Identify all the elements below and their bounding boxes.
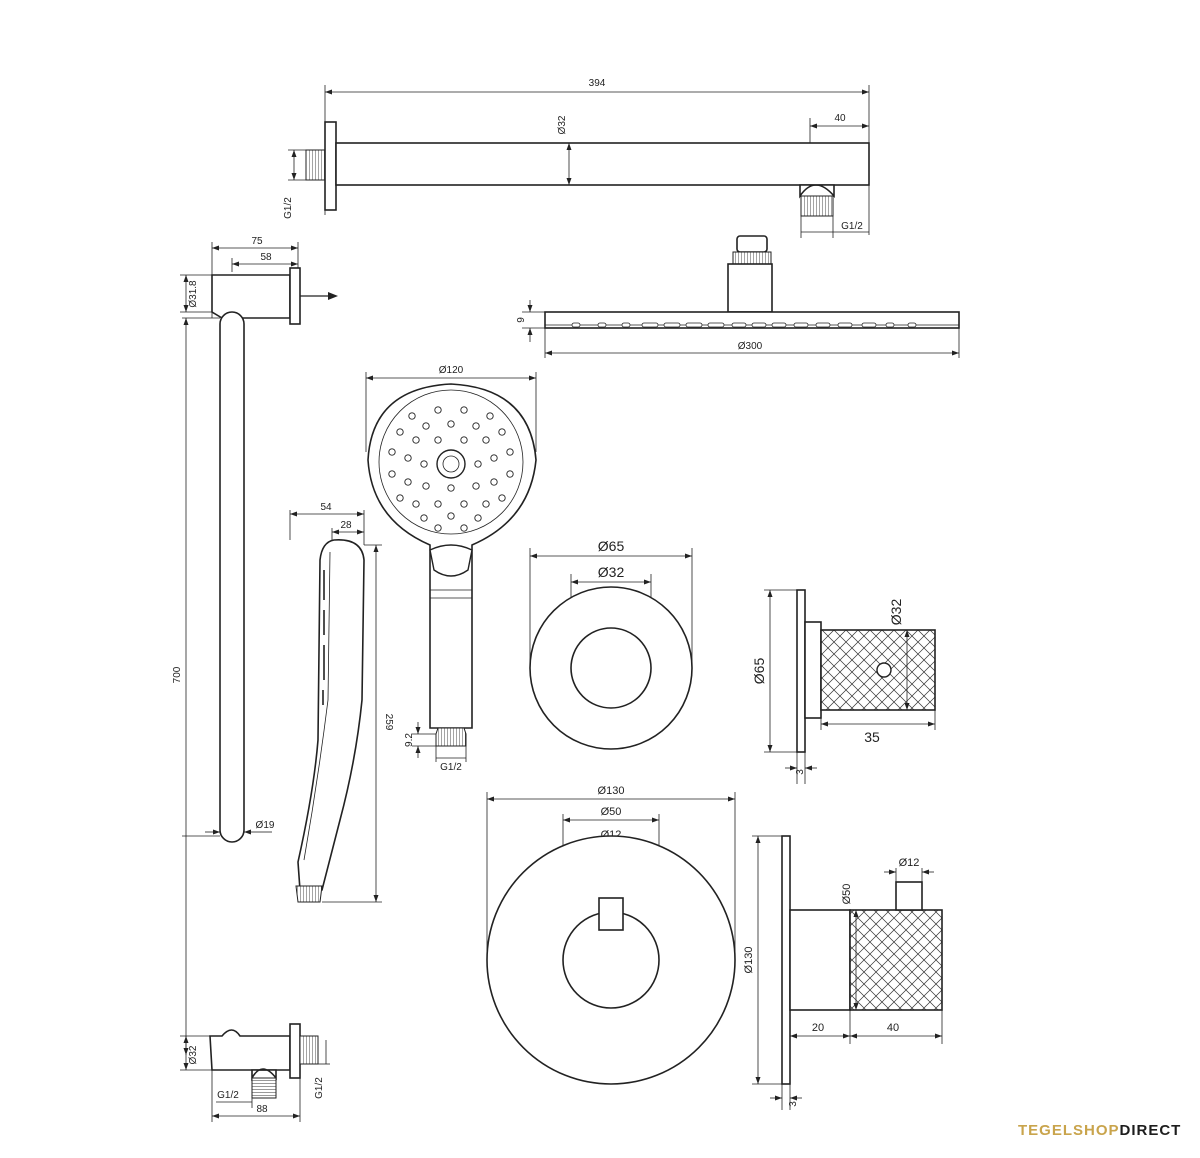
rail-length-label: 700: [172, 666, 183, 683]
mixer-side-lever-dia-label: Ø12: [899, 857, 920, 869]
hand-shower-side: 54 28 259: [289, 502, 394, 903]
stop-side-plate-label: 3: [795, 769, 806, 775]
hand-thread-label: G1/2: [440, 762, 462, 773]
stop-side-knob-dia-label: Ø32: [888, 599, 904, 626]
mixer-front: Ø130 Ø50 Ø12: [486, 785, 736, 1085]
arm-diameter-label: Ø32: [557, 115, 568, 134]
rail-bottom-width-label: 88: [256, 1104, 268, 1115]
mixer-knob-dia-label: Ø50: [601, 806, 622, 818]
hand-conn-height-label: 9.2: [404, 733, 415, 747]
brand-logo-part2: DIRECT: [1119, 1122, 1182, 1139]
rail-top-inner-label: 58: [260, 252, 272, 263]
rain-height-label: 9: [516, 317, 527, 323]
mixer-side-plate-label: 3: [788, 1101, 799, 1107]
rail-bottom-thread-left-label: G1/2: [217, 1090, 239, 1101]
rail-top-offset-label: 75: [251, 236, 263, 247]
rail-bottom-dia-label: Ø32: [188, 1045, 199, 1064]
hand-shower-front: Ø120 9.2: [365, 365, 537, 773]
hand-side-nozzles: [322, 570, 325, 705]
stop-valve-side: Ø65 Ø32 35 3: [751, 589, 936, 784]
rail-bottom-thread-right-label: G1/2: [314, 1077, 325, 1099]
stop-inner-dia-label: Ø32: [598, 564, 625, 580]
rail-tube-dia-label: Ø19: [256, 820, 275, 831]
shower-arm: 394 Ø32 40 G1/2 G1/2: [283, 78, 870, 238]
arm-thread-right-label: G1/2: [841, 221, 863, 232]
stop-outer-dia-label: Ø65: [598, 538, 625, 554]
slide-rail: 75 58 Ø31.8 700 Ø19 Ø32 G1/2: [172, 236, 338, 1122]
stop-side-knob-length-label: 35: [864, 729, 880, 745]
rain-shower-head: 9 Ø300: [516, 235, 960, 358]
mixer-side-knob-length-label: 40: [887, 1022, 899, 1034]
arm-thread-left-label: G1/2: [283, 197, 294, 219]
mixer-outer-dia-label: Ø130: [598, 785, 625, 797]
hand-diameter-label: Ø120: [439, 365, 464, 376]
hand-side-depth-inner-label: 28: [340, 520, 352, 531]
rail-top-dia-label: Ø31.8: [188, 280, 199, 308]
hand-length-label: 259: [383, 714, 394, 731]
brand-logo-part1: TEGELSHOP: [1018, 1122, 1120, 1139]
mixer-side: Ø130 Ø50 Ø12 20 40 3: [743, 835, 943, 1110]
stop-side-dia-label: Ø65: [751, 658, 767, 685]
arm-end-offset-label: 40: [834, 113, 846, 124]
rain-diameter-label: Ø300: [738, 341, 763, 352]
mixer-side-knob-dia-label: Ø50: [841, 884, 853, 905]
arm-length-label: 394: [589, 78, 606, 89]
stop-valve-front: Ø65 Ø32: [529, 538, 693, 750]
brand-logo: TEGELSHOPDIRECT: [1018, 1122, 1181, 1139]
mixer-side-base-label: 20: [812, 1022, 824, 1034]
mixer-side-dia-label: Ø130: [743, 947, 755, 974]
hand-side-depth-label: 54: [320, 502, 332, 513]
hand-front-nozzles: [388, 406, 514, 532]
rain-head-nozzles: [571, 322, 917, 328]
